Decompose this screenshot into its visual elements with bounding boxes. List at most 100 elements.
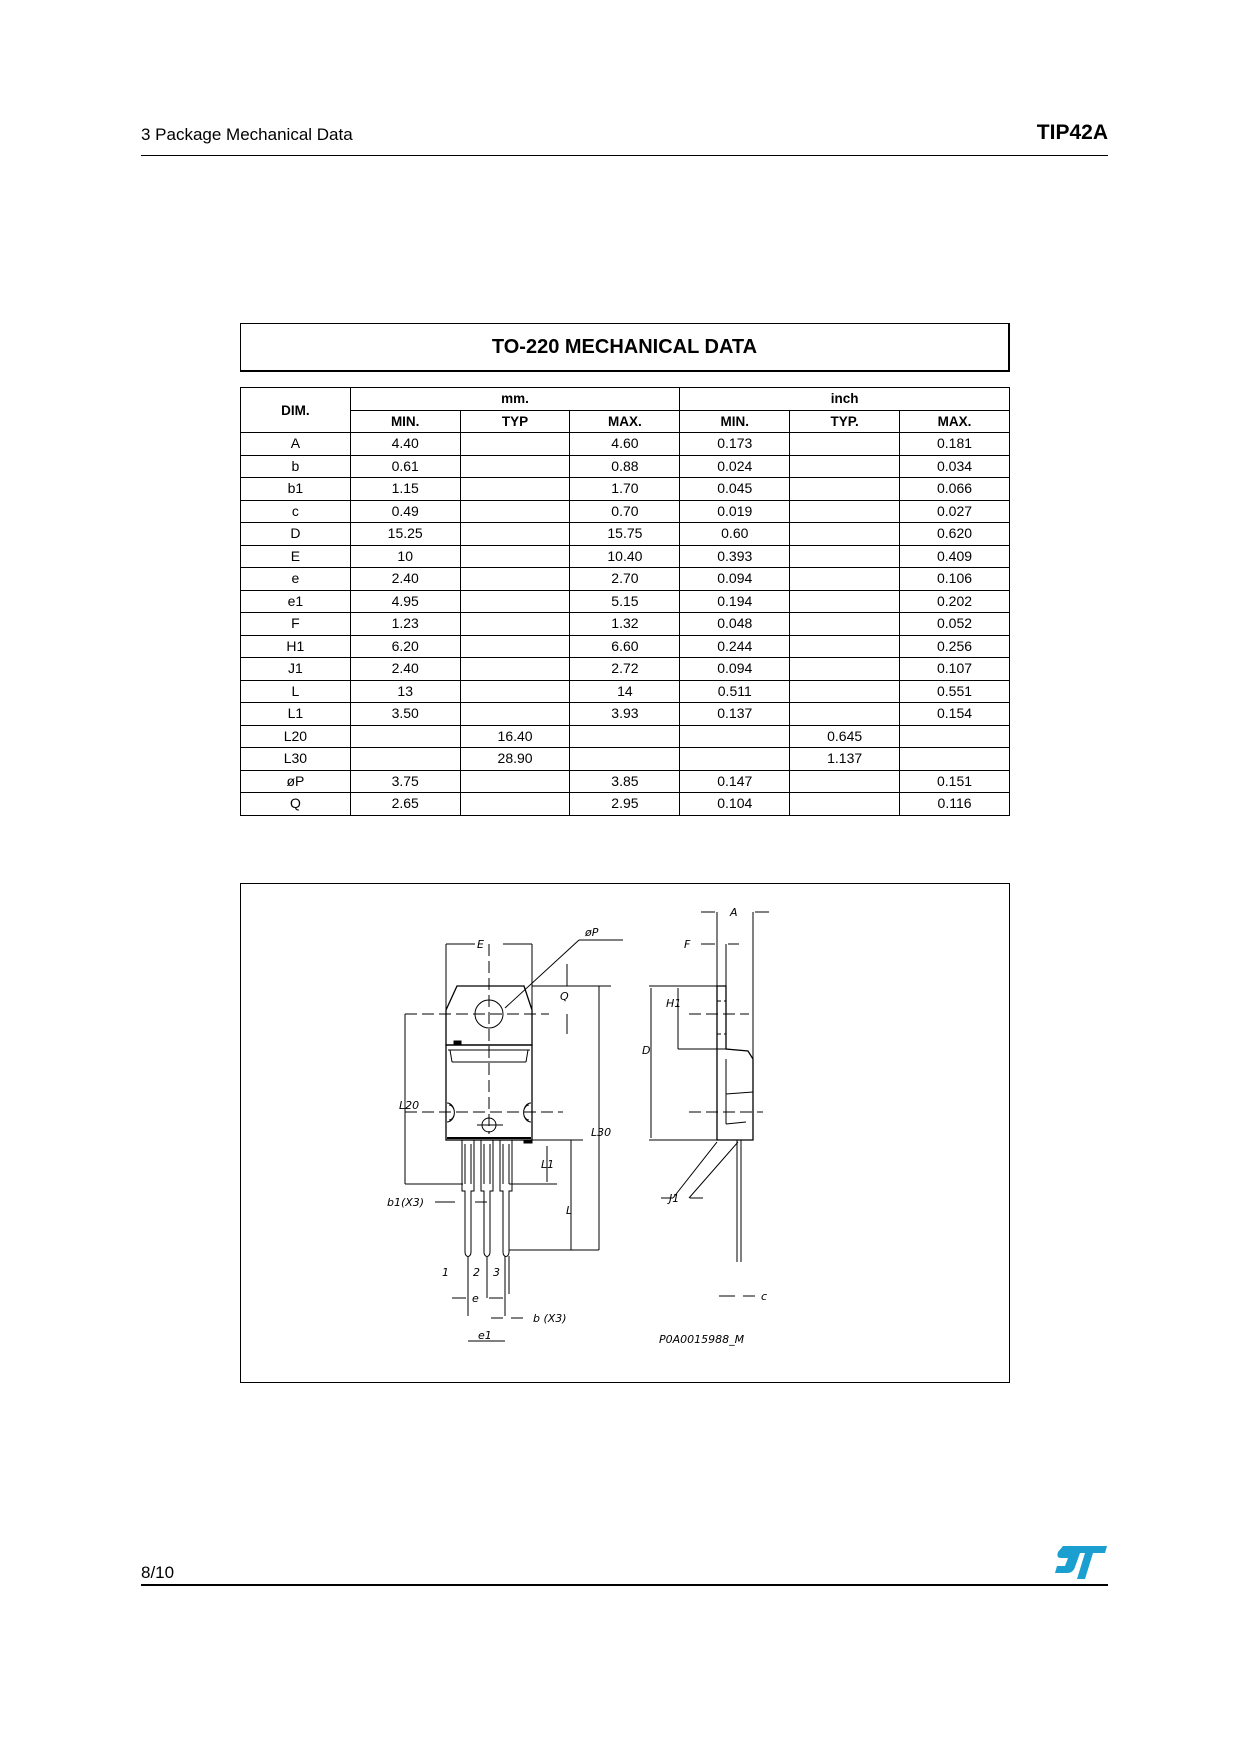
dim-label-oP: øP: [584, 926, 599, 939]
dim-label-e1: e1: [478, 1329, 492, 1342]
cell-mm-min: 2.65: [349, 792, 461, 816]
in-typ-header: TYP.: [789, 409, 901, 433]
dim-label-c: c: [761, 1290, 767, 1303]
cell-mm-max: 5.15: [569, 589, 681, 613]
cell-mm-min: 4.40: [349, 432, 461, 456]
cell-mm-typ: [459, 657, 571, 681]
cell-in-min: 0.094: [679, 567, 791, 591]
dim-label-Q: Q: [560, 990, 569, 1003]
cell-dim: L1: [240, 702, 351, 726]
cell-in-min: 0.60: [679, 522, 791, 546]
in-min-header: MIN.: [679, 409, 791, 433]
dim-label-L1: L1: [541, 1158, 554, 1171]
cell-mm-typ: [459, 499, 571, 523]
cell-mm-max: 10.40: [569, 544, 681, 568]
cell-in-typ: [789, 657, 901, 681]
cell-mm-min: 1.23: [349, 612, 461, 636]
dim-header: DIM.: [240, 387, 351, 433]
cell-dim: Q: [240, 792, 351, 816]
cell-mm-typ: 28.90: [459, 747, 571, 771]
cell-mm-typ: [459, 544, 571, 568]
cell-mm-min: 15.25: [349, 522, 461, 546]
cell-in-min: 0.048: [679, 612, 791, 636]
dim-label-E: E: [477, 938, 484, 951]
cell-mm-min: 0.49: [349, 499, 461, 523]
cell-in-max: 0.620: [899, 522, 1010, 546]
drawing-id: P0A0015988_M: [659, 1333, 745, 1346]
cell-dim: L30: [240, 747, 351, 771]
header-divider: [141, 155, 1108, 156]
cell-dim: J1: [240, 657, 351, 681]
cell-in-typ: [789, 522, 901, 546]
cell-in-typ: [789, 567, 901, 591]
cell-in-typ: [789, 792, 901, 816]
cell-mm-typ: [459, 679, 571, 703]
part-number: TIP42A: [1036, 121, 1108, 144]
page-number: 8/10: [141, 1563, 175, 1582]
cell-mm-max: 2.70: [569, 567, 681, 591]
cell-in-min: 0.137: [679, 702, 791, 726]
cell-mm-typ: [459, 702, 571, 726]
cell-in-typ: [789, 432, 901, 456]
section-title: 3 Package Mechanical Data: [141, 125, 353, 144]
pin-1-label: 1: [442, 1266, 449, 1279]
cell-in-max: 0.181: [899, 432, 1010, 456]
cell-mm-min: 6.20: [349, 634, 461, 658]
cell-in-max: 0.107: [899, 657, 1010, 681]
cell-mm-min: 4.95: [349, 589, 461, 613]
cell-dim: H1: [240, 634, 351, 658]
cell-in-min: 0.393: [679, 544, 791, 568]
cell-in-min: 0.173: [679, 432, 791, 456]
cell-in-typ: 0.645: [789, 724, 901, 748]
cell-mm-min: 2.40: [349, 657, 461, 681]
cell-mm-max: 1.32: [569, 612, 681, 636]
in-max-header: MAX.: [899, 409, 1010, 433]
cell-mm-typ: [459, 567, 571, 591]
cell-mm-typ: 16.40: [459, 724, 571, 748]
cell-in-typ: [789, 544, 901, 568]
cell-dim: e: [240, 567, 351, 591]
table-row: L20 16.40 0.645: [240, 724, 1010, 748]
dim-label-D: D: [642, 1044, 650, 1057]
cell-mm-max: 14: [569, 679, 681, 703]
cell-mm-min: 3.75: [349, 769, 461, 793]
cell-mm-typ: [459, 769, 571, 793]
package-drawing: E øP Q L20 L30 L1 L b1(X3) 1 2 3 e b (X3…: [240, 883, 1010, 1383]
cell-mm-max: 0.88: [569, 454, 681, 478]
footer-divider: [141, 1584, 1108, 1586]
cell-dim: b1: [240, 477, 351, 501]
table-row: L30 28.90 1.137: [240, 747, 1010, 771]
cell-mm-max: 2.95: [569, 792, 681, 816]
cell-in-typ: 1.137: [789, 747, 901, 771]
cell-in-min: 0.094: [679, 657, 791, 681]
cell-dim: L20: [240, 724, 351, 748]
cell-dim: E: [240, 544, 351, 568]
cell-in-max: 0.409: [899, 544, 1010, 568]
dim-label-F: F: [684, 938, 691, 951]
cell-in-max: 0.052: [899, 612, 1010, 636]
cell-mm-typ: [459, 634, 571, 658]
cell-in-typ: [789, 634, 901, 658]
cell-in-max: [899, 747, 1010, 771]
cell-mm-max: 0.70: [569, 499, 681, 523]
cell-mm-min: 13: [349, 679, 461, 703]
cell-in-min: 0.045: [679, 477, 791, 501]
cell-mm-max: 1.70: [569, 477, 681, 501]
cell-mm-max: 3.85: [569, 769, 681, 793]
cell-mm-max: [569, 724, 681, 748]
cell-dim: D: [240, 522, 351, 546]
mm-group-header: mm.: [349, 387, 681, 411]
cell-in-max: 0.151: [899, 769, 1010, 793]
cell-mm-min: 0.61: [349, 454, 461, 478]
cell-dim: b: [240, 454, 351, 478]
cell-in-max: 0.034: [899, 454, 1010, 478]
cell-in-max: 0.202: [899, 589, 1010, 613]
cell-in-max: 0.106: [899, 567, 1010, 591]
